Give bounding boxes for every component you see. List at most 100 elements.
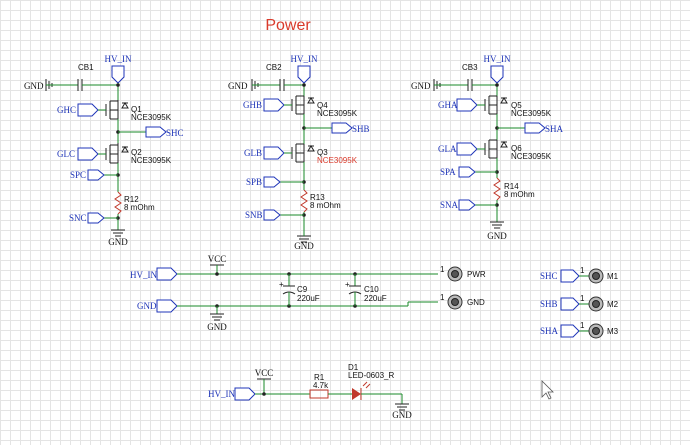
gate-high-label: GHA: [438, 100, 458, 110]
motor-ref: M1: [607, 272, 619, 281]
supply-filter: HV_IN VCC GND GND + C9 220uF +: [130, 254, 486, 332]
q-hi-ref: Q1: [131, 105, 142, 114]
c10-value: 220uF: [364, 294, 387, 303]
gnd-symbol-label: GND: [207, 322, 227, 332]
pwr-pin-number: 1: [440, 265, 445, 274]
hv-in-port[interactable]: [111, 65, 125, 84]
shunt-ref: R13: [310, 193, 325, 202]
q-lo-ref: Q6: [511, 144, 522, 153]
q-lo-ref: Q2: [131, 148, 142, 157]
switch-node-label: SHA: [545, 124, 564, 134]
gate-low-label: GLC: [57, 149, 75, 159]
sense-neg-label: SNA: [440, 200, 459, 210]
gnd-symbol-label: GND: [294, 241, 314, 251]
motor-header-m1: SHC 1 M1: [540, 266, 619, 284]
sense-neg-label: SNB: [245, 210, 263, 220]
gnd-label: GND: [411, 81, 431, 91]
hv-in-port[interactable]: [297, 65, 311, 84]
q-hi-part: NCE3095K: [317, 109, 358, 118]
gnd-pin-number: 1: [440, 293, 445, 302]
switch-node-port[interactable]: [524, 122, 546, 134]
motor-pin-number: 1: [580, 321, 585, 330]
cap-ref: CB2: [266, 63, 282, 72]
sense-neg-port[interactable]: [263, 209, 281, 221]
hv-in-label: HV_IN: [291, 54, 318, 64]
gate-low-port[interactable]: [77, 147, 99, 161]
r1-value: 4.7k: [313, 381, 329, 390]
d1-ref: D1: [348, 363, 359, 372]
motor-net-label: SHC: [540, 271, 558, 281]
shunt-value: 8 mOhm: [504, 190, 535, 199]
gnd-net-label: GND: [137, 301, 157, 311]
hv-in-label: HV_IN: [484, 54, 511, 64]
sense-pos-label: SPB: [246, 177, 262, 187]
svg-text:+: +: [345, 280, 350, 289]
r1-ref: R1: [314, 373, 325, 382]
power-led-circuit: HV_IN VCC R1 4.7k D1 LED-0603_R GND: [208, 363, 412, 420]
hv-in-port[interactable]: [156, 267, 178, 281]
gnd-symbol-label: GND: [487, 231, 507, 241]
mouse-cursor-icon: [541, 380, 554, 400]
hv-in-port[interactable]: [490, 65, 504, 84]
sense-neg-label: SNC: [69, 213, 87, 223]
shunt-value: 8 mOhm: [310, 201, 341, 210]
sense-pos-port[interactable]: [458, 166, 476, 178]
svg-text:+: +: [279, 280, 284, 289]
led-diode[interactable]: [352, 388, 361, 400]
q-hi-ref: Q5: [511, 101, 522, 110]
sense-pos-label: SPA: [440, 167, 456, 177]
cap-ref: CB1: [78, 63, 94, 72]
q-hi-part: NCE3095K: [131, 113, 172, 122]
gate-low-label: GLA: [438, 144, 457, 154]
r1-resistor[interactable]: [309, 389, 329, 399]
switch-node-port[interactable]: [331, 122, 353, 134]
sense-neg-port[interactable]: [87, 212, 105, 224]
motor-net-port[interactable]: [560, 297, 580, 311]
gnd-label: GND: [24, 81, 44, 91]
c10-ref: C10: [364, 285, 379, 294]
shunt-ref: R12: [124, 195, 139, 204]
gate-low-label: GLB: [244, 148, 262, 158]
gate-low-port[interactable]: [456, 142, 478, 156]
switch-node-label: SHC: [166, 128, 184, 138]
half-bridge-phase-a: HV_IN GND CB3 Q5 NCE3095K GHA SHA: [411, 54, 564, 241]
half-bridge-phase-b: HV_IN GND CB2 Q4 NCE3095K GHB SHB: [228, 54, 370, 251]
sense-pos-port[interactable]: [263, 176, 281, 188]
gnd-port[interactable]: [156, 299, 178, 313]
gnd-symbol-label: GND: [108, 237, 128, 247]
motor-header-m2: SHB 1 M2: [540, 294, 619, 312]
motor-net-port[interactable]: [560, 269, 580, 283]
switch-node-label: SHB: [352, 124, 370, 134]
gnd-label: GND: [228, 81, 248, 91]
gate-high-label: GHC: [57, 105, 76, 115]
gate-high-port[interactable]: [263, 98, 285, 112]
hv-in-label: HV_IN: [105, 54, 132, 64]
q-lo-part: NCE3095K: [131, 156, 172, 165]
sense-neg-port[interactable]: [458, 199, 476, 211]
motor-pin-number: 1: [580, 266, 585, 275]
gate-low-port[interactable]: [263, 146, 285, 160]
shunt-ref: R14: [504, 182, 519, 191]
c9-value: 220uF: [297, 294, 320, 303]
gate-high-port[interactable]: [456, 98, 478, 112]
hv-in-label: HV_IN: [208, 389, 235, 399]
gnd-conn-label: GND: [467, 298, 485, 307]
motor-net-port[interactable]: [560, 324, 580, 338]
motor-net-label: SHB: [540, 299, 558, 309]
d1-part: LED-0603_R: [348, 371, 394, 380]
gate-high-port[interactable]: [77, 103, 99, 117]
q-lo-part: NCE3095K: [317, 156, 358, 165]
vcc-label: VCC: [255, 368, 274, 378]
hv-in-port[interactable]: [234, 387, 256, 401]
switch-node-port[interactable]: [145, 126, 167, 138]
q-hi-part: NCE3095K: [511, 109, 552, 118]
motor-net-label: SHA: [540, 326, 559, 336]
motor-headers: SHC 1 M1 SHB 1 M2 SHA 1 M3: [540, 266, 619, 339]
pwr-label: PWR: [467, 270, 486, 279]
q-lo-part: NCE3095K: [511, 152, 552, 161]
cap-ref: CB3: [462, 63, 478, 72]
hv-in-label: HV_IN: [130, 270, 157, 280]
sense-pos-port[interactable]: [87, 169, 105, 181]
q-hi-ref: Q4: [317, 101, 328, 110]
